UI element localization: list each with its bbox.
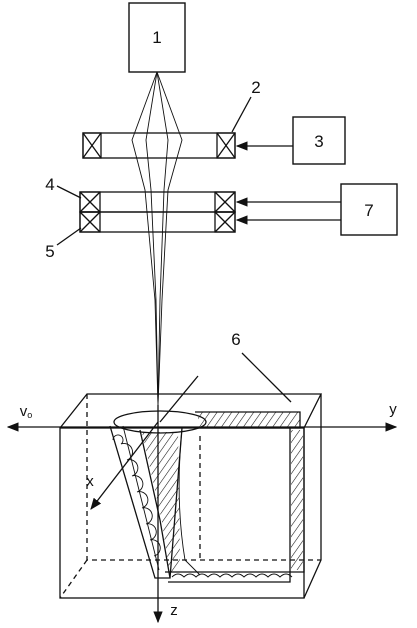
label-6-leader — [241, 352, 292, 403]
beam-source-box — [128, 2, 186, 73]
beam-source-label: 1 — [152, 28, 161, 47]
velocity-subscript: o — [27, 410, 32, 420]
z-axis-label: z — [170, 602, 178, 619]
label-4-leader — [56, 185, 82, 199]
velocity-label: vo — [20, 403, 33, 420]
beam-deflection-stroke — [159, 375, 199, 423]
x-axis-label: x — [86, 473, 94, 490]
focusing-coil-label: 2 — [251, 78, 260, 97]
label-5-leader — [56, 227, 82, 246]
workpiece-label: 6 — [231, 330, 240, 349]
focusing-coil — [82, 132, 236, 159]
label-2-leader — [231, 96, 252, 133]
deflection-coil-upper-label: 4 — [45, 175, 54, 194]
deflection-coils — [79, 191, 236, 233]
weld-seam — [109, 410, 305, 583]
electron-beam — [131, 71, 183, 406]
x-axis-line — [90, 421, 159, 510]
y-axis-label: y — [389, 401, 397, 418]
deflection-supply-label: 7 — [364, 201, 373, 220]
deflection-coil-lower-label: 5 — [45, 242, 54, 261]
coil-supply-box — [292, 116, 346, 165]
velocity-symbol: v — [20, 403, 28, 420]
deflection-supply-box — [340, 183, 398, 236]
coil-supply-label: 3 — [314, 132, 323, 151]
